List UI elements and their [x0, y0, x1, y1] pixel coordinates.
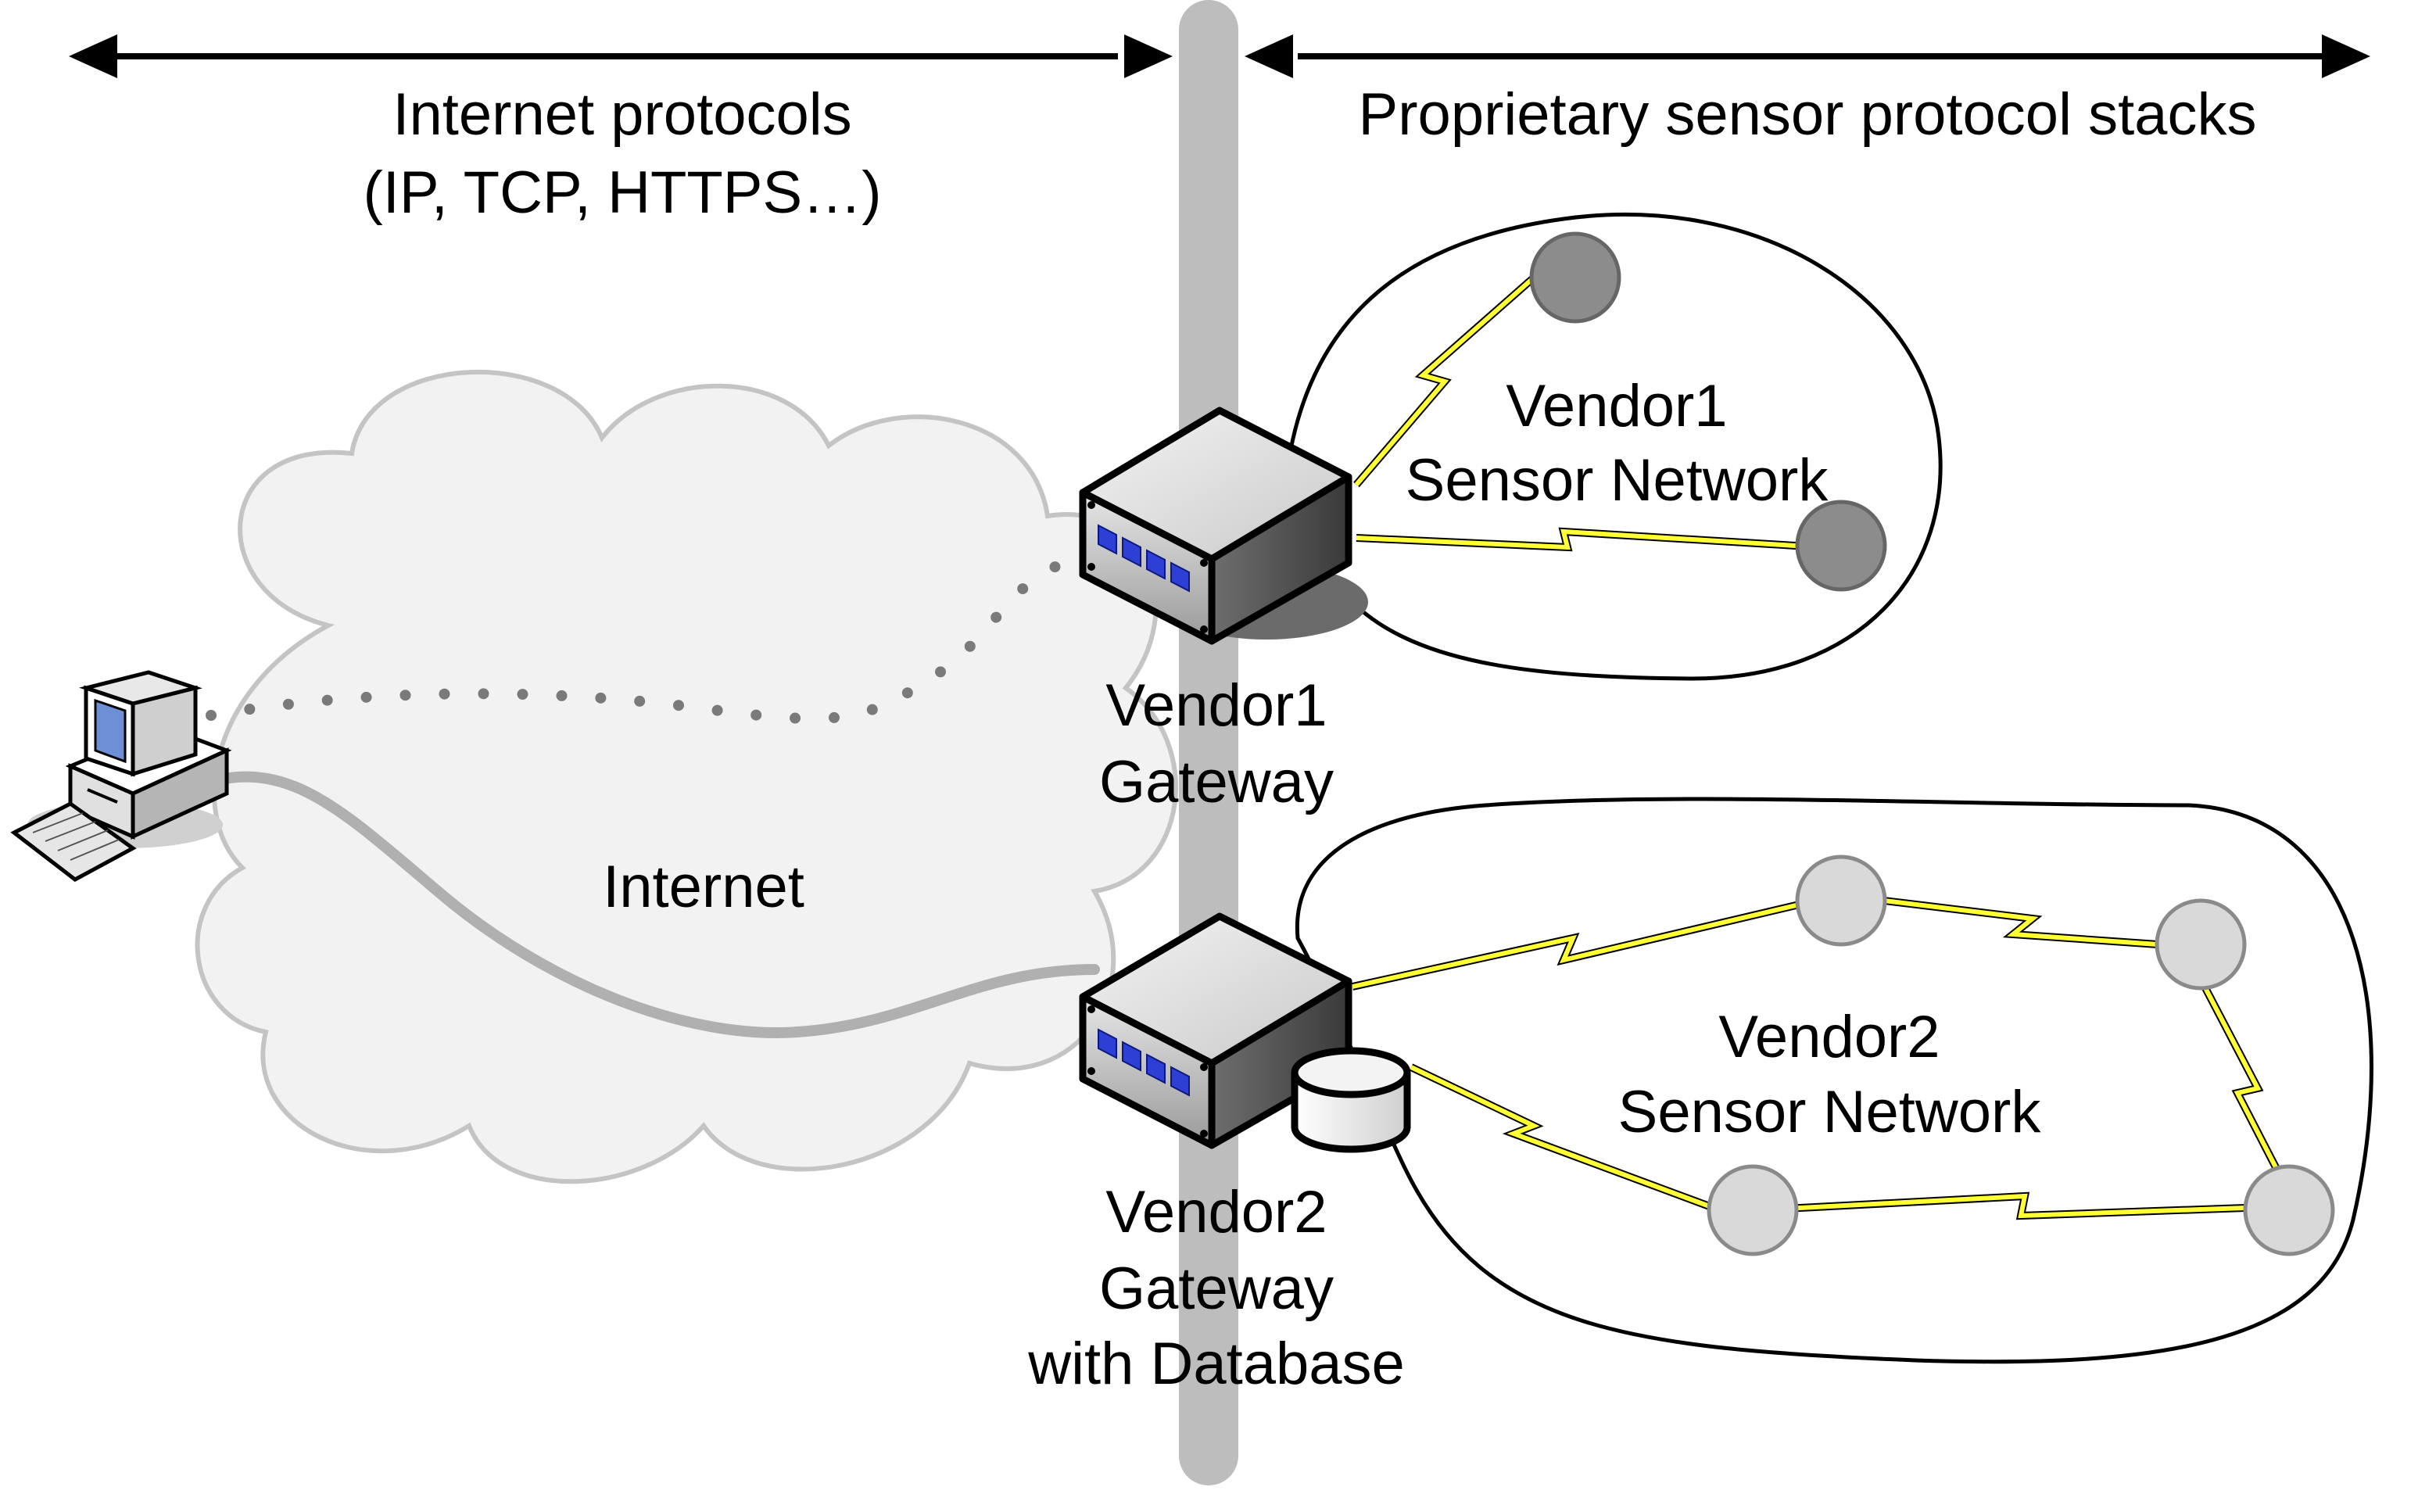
vendor1-network-label-line2: Sensor Network [1406, 447, 1829, 514]
vendor1-network-boundary [1288, 212, 1943, 681]
internet-protocols-title: Internet protocols [392, 81, 851, 148]
sensor-node-icon [1707, 1164, 1799, 1256]
vendor1-gateway-label-line2: Gateway [1099, 749, 1334, 815]
vendor2-gateway-label-line2: Gateway [1099, 1256, 1334, 1322]
vendor2-network-label-line1: Vendor2 [1718, 1004, 1940, 1070]
sensor-node-icon [1795, 500, 1887, 592]
internet-protocols-subtitle: (IP, TCP, HTTPS…) [363, 159, 881, 226]
internet-link-vendor2 [182, 771, 1100, 1038]
database-cylinder-icon [1291, 1047, 1411, 1153]
sensor-node-icon [1529, 231, 1621, 324]
vendor2-gateway-label-line3: with Database [1027, 1331, 1405, 1397]
vendor1-gateway-icon [1079, 407, 1368, 645]
gateway-ports-icon [1098, 524, 1190, 593]
vendor1-gateway-label-line1: Vendor1 [1105, 672, 1327, 739]
vendor2-gateway-label-line1: Vendor2 [1105, 1179, 1327, 1245]
desktop-computer-icon [10, 670, 232, 882]
proprietary-protocols-arrow [1245, 34, 2370, 78]
vendor1-network-label-line1: Vendor1 [1506, 373, 1727, 439]
wireless-links [1351, 269, 2294, 1220]
sensor-node-icon [1795, 855, 1887, 947]
proprietary-protocols-title: Proprietary sensor protocol stacks [1359, 81, 2257, 148]
internet-protocols-arrow [69, 34, 1173, 78]
internet-label: Internet [603, 854, 804, 920]
gateway-ports-icon [1098, 1028, 1190, 1097]
vendor2-gateway-icon [1079, 912, 1352, 1149]
sensor-node-icon [2243, 1164, 2335, 1256]
internet-cloud [195, 369, 1179, 1184]
sensor-node-icon [2155, 898, 2247, 991]
vendor2-network-label-line2: Sensor Network [1618, 1079, 2042, 1145]
